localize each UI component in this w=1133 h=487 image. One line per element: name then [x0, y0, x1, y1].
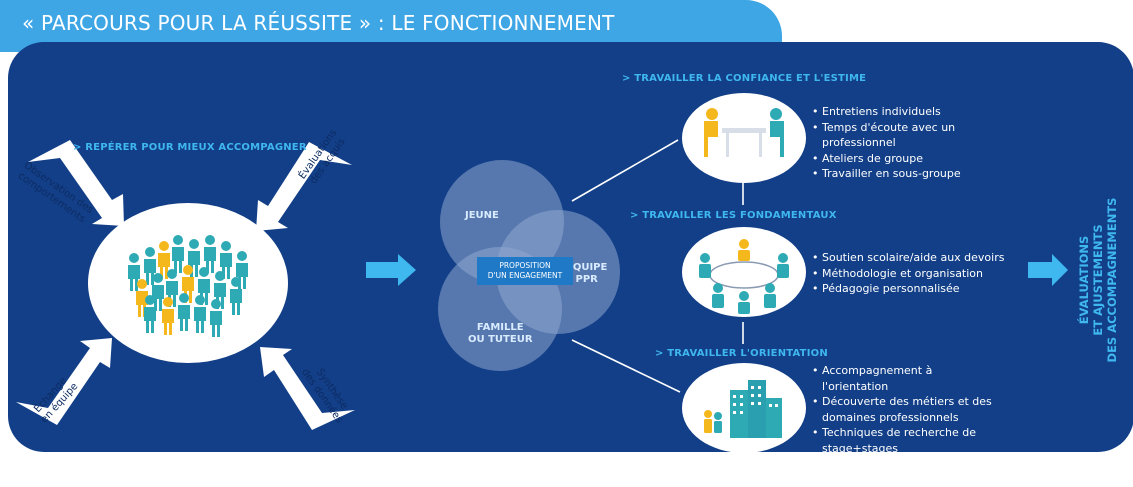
arrow-to-venn-icon [366, 254, 416, 286]
list-item: Accompagnement à l'orientation [812, 363, 1002, 394]
side-label-line: DES ACCOMPAGNEMENTS [1105, 197, 1119, 363]
side-label-line: ÉVALUATIONS [1077, 235, 1091, 325]
confidence-ellipse [682, 93, 806, 183]
section-heading-orientation: > TRAVAILLER L'ORIENTATION [655, 348, 828, 359]
venn-label-line: PPR [575, 274, 598, 285]
arrow-bottom-right-icon [260, 347, 355, 430]
venn-label-equipe: ÉQUIPE PPR [566, 262, 607, 286]
fundamentals-list: Soutien scolaire/aide aux devoirs Méthod… [812, 250, 1032, 297]
list-item: Entretiens individuels [812, 104, 1032, 120]
connector-line [571, 139, 679, 202]
arrow-to-evaluation-icon [1028, 254, 1068, 286]
side-label-line: ET AJUSTEMENTS [1091, 224, 1105, 336]
page-title: « PARCOURS POUR LA RÉUSSITE » : LE FONCT… [22, 11, 615, 35]
arrow-bottom-left-icon [16, 338, 112, 425]
orientation-list: Accompagnement à l'orientation Découvert… [812, 363, 1002, 487]
round-table-group-icon [699, 239, 789, 314]
list-item: Ateliers de groupe [812, 151, 1032, 167]
venn-label-line: ÉQUIPE [566, 262, 608, 273]
diagram: « PARCOURS POUR LA RÉUSSITE » : LE FONCT… [0, 0, 1133, 455]
diagram-graphics [16, 93, 1068, 438]
city-buildings-icon [704, 380, 782, 438]
interview-table-icon [704, 108, 784, 157]
list-item: Pédagogie personnalisée [812, 281, 1032, 297]
connector-line [571, 339, 681, 393]
evaluation-side-label: ÉVALUATIONS ET AJUSTEMENTS DES ACCOMPAGN… [1077, 185, 1119, 375]
list-item: Méthodologie et organisation [812, 266, 1032, 282]
list-item: Partenariat avec les acteurs locaux [812, 456, 1002, 487]
list-item: Découverte des métiers et des domaines p… [812, 394, 1002, 425]
venn-label-famille: FAMILLE OU TUTEUR [468, 322, 533, 346]
list-item: Techniques de recherche de stage+stages [812, 425, 1002, 456]
arrow-top-left-icon [28, 140, 124, 226]
proposition-line: D'UN ENGAGEMENT [487, 271, 563, 280]
list-item: Temps d'écoute avec un professionnel [812, 120, 1032, 151]
left-heading: > REPÉRER POUR MIEUX ACCOMPAGNER [73, 142, 307, 153]
proposition-box: PROPOSITION D'UN ENGAGEMENT [477, 257, 573, 285]
arrow-top-right-icon [256, 142, 352, 231]
venn-label-jeune: JEUNE [465, 210, 499, 221]
section-heading-confidence: > TRAVAILLER LA CONFIANCE ET L'ESTIME [622, 73, 867, 84]
confidence-list: Entretiens individuels Temps d'écoute av… [812, 104, 1032, 182]
people-group-icon [128, 235, 248, 337]
proposition-line: PROPOSITION [499, 261, 551, 270]
venn-label-line: OU TUTEUR [468, 334, 533, 345]
section-heading-fundamentals: > TRAVAILLER LES FONDAMENTAUX [630, 210, 837, 221]
venn-label-line: FAMILLE [476, 322, 524, 333]
list-item: Soutien scolaire/aide aux devoirs [812, 250, 1032, 266]
list-item: Travailler en sous-groupe [812, 166, 1032, 182]
